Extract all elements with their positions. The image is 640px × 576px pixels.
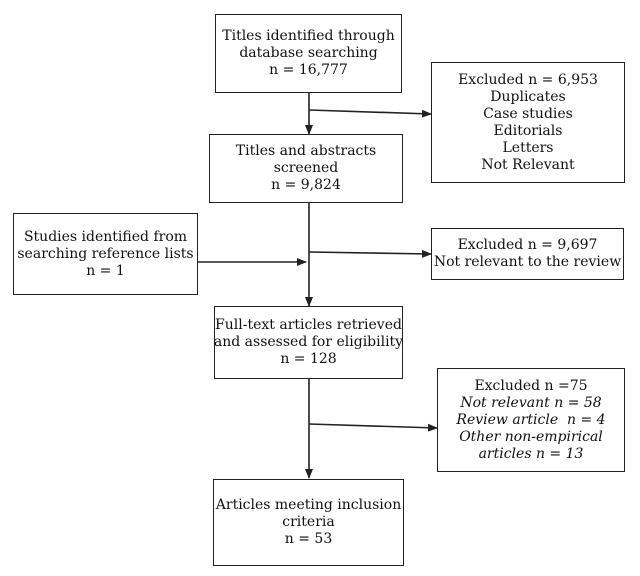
excluded3-line-2: Not relevant n = 58 xyxy=(460,394,602,411)
excluded2-line-2: Not relevant to the review xyxy=(433,254,622,270)
fulltext-line-1: Full-text articles retrieved xyxy=(215,317,402,333)
included-line-1: Articles meeting inclusion xyxy=(215,497,402,513)
excluded2-line-1: Excluded n = 9,697 xyxy=(457,237,598,253)
screened-line-3: n = 9,824 xyxy=(271,177,341,193)
fulltext-line-3: n = 128 xyxy=(280,351,337,367)
reference-line-3: n = 1 xyxy=(86,262,125,279)
fulltext-line-2: and assessed for eligibility xyxy=(213,334,404,350)
excluded1-line-4: Editorials xyxy=(493,122,563,139)
excluded1-line-5: Letters xyxy=(502,139,554,156)
box-titles-identified: Titles identified through database searc… xyxy=(215,14,402,93)
arrow-to-excluded2 xyxy=(308,249,432,258)
box-excluded-1: Excluded n = 6,953 Duplicates Case studi… xyxy=(431,62,625,183)
identified-line-3: n = 16,777 xyxy=(269,62,348,78)
box-articles-included: Articles meeting inclusion criteria n = … xyxy=(213,479,404,566)
reference-line-2: searching reference lists xyxy=(17,245,194,262)
screened-line-1: Titles and abstracts xyxy=(235,143,377,159)
box-titles-abstracts-screened: Titles and abstracts screened n = 9,824 xyxy=(209,134,403,203)
excluded3-line-4: Other non-empirical xyxy=(459,428,603,445)
excluded1-line-3: Case studies xyxy=(483,105,573,122)
box-excluded-2: Excluded n = 9,697 Not relevant to the r… xyxy=(431,228,624,280)
included-line-2: criteria xyxy=(282,514,335,530)
identified-line-1: Titles identified through xyxy=(222,28,395,44)
arrow-to-excluded1 xyxy=(308,109,432,118)
excluded3-line-1: Excluded n =75 xyxy=(474,377,588,394)
included-line-3: n = 53 xyxy=(284,531,333,547)
excluded1-line-2: Duplicates xyxy=(490,88,566,105)
excluded1-line-6: Not Relevant xyxy=(481,156,575,173)
arrow-to-excluded3 xyxy=(308,423,438,432)
screened-line-2: screened xyxy=(273,160,339,176)
box-excluded-3: Excluded n =75 Not relevant n = 58 Revie… xyxy=(437,368,625,472)
excluded3-line-5: articles n = 13 xyxy=(478,445,584,462)
identified-line-2: database searching xyxy=(239,45,378,61)
reference-line-1: Studies identified from xyxy=(23,228,188,245)
box-reference-lists: Studies identified from searching refere… xyxy=(13,213,198,295)
excluded1-line-1: Excluded n = 6,953 xyxy=(458,71,598,88)
box-fulltext-assessed: Full-text articles retrieved and assesse… xyxy=(214,306,403,379)
excluded3-line-3: Review article n = 4 xyxy=(456,411,606,428)
